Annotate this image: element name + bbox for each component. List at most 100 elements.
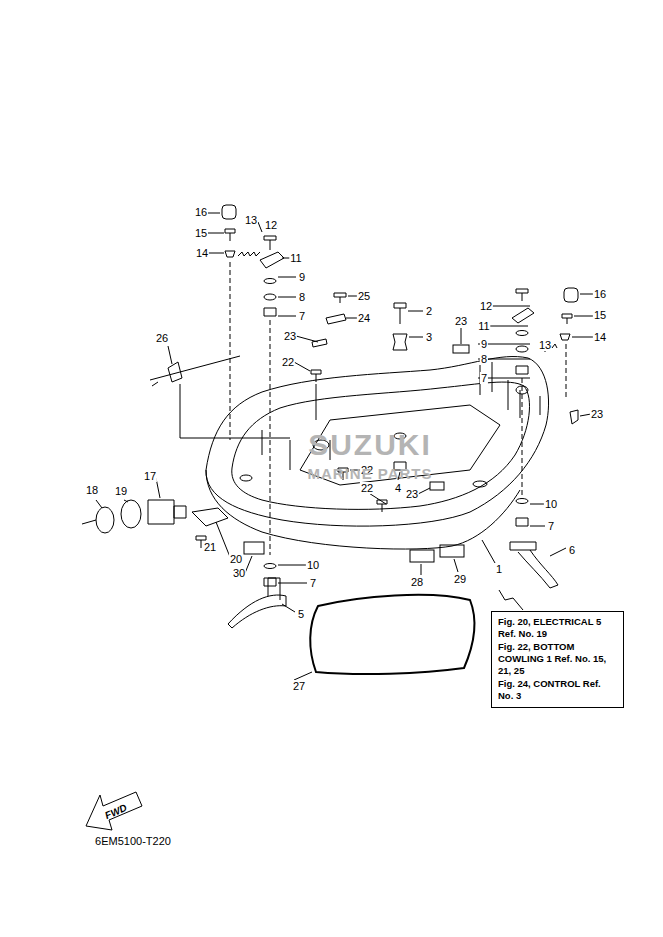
grommet-3 [393, 334, 407, 350]
label-28 [410, 550, 434, 562]
callout-number: 20 [229, 553, 243, 565]
bolt-2 [394, 303, 406, 324]
callout-number: 7 [480, 372, 488, 384]
callout-number: 25 [357, 290, 371, 302]
dash-line [230, 262, 270, 555]
callout-number: 8 [480, 353, 488, 365]
callout-number: 15 [194, 227, 208, 239]
bracket-26 [150, 356, 240, 386]
callout-number: 22 [281, 356, 295, 368]
callout-number: 16 [593, 288, 607, 300]
callout-number: 12 [264, 219, 278, 231]
screw-15 [562, 314, 572, 324]
callout-number: 24 [357, 312, 371, 324]
callout-number: 23 [454, 315, 468, 327]
fitting-17 [148, 500, 186, 524]
callout-number: 11 [477, 320, 490, 332]
callout-number: 4 [394, 482, 402, 494]
callout-number: 12 [479, 300, 493, 312]
screw-22 [311, 370, 321, 420]
leader-line [96, 213, 594, 680]
callout-number: 5 [297, 608, 305, 620]
cowling-floor [300, 405, 500, 485]
reference-text: Fig. 24, CONTROL Ref. No. 3 [498, 678, 617, 702]
knob-16 [564, 288, 578, 302]
callout-number: 10 [544, 498, 558, 510]
label-30 [244, 542, 264, 554]
callout-number: 30 [232, 567, 246, 579]
drawing-code: 6EM5100-T220 [94, 835, 172, 847]
cowling-rim [206, 357, 549, 527]
callout-number: 21 [203, 541, 217, 553]
clip-14 [225, 251, 235, 257]
callout-number: 2 [425, 305, 433, 317]
callout-number: 29 [453, 573, 467, 585]
gasket-27 [310, 595, 474, 674]
callout-number: 11 [289, 252, 302, 264]
label-29 [440, 545, 464, 557]
clip-23 [570, 410, 578, 424]
bushing-7 [264, 308, 276, 316]
lever-11 [260, 252, 284, 268]
callout-number: 7 [547, 520, 555, 532]
callout-number: 19 [114, 485, 128, 497]
bushing-7 [516, 366, 528, 374]
callout-number: 23 [590, 408, 604, 420]
screw-12 [516, 289, 528, 301]
callout-number: 6 [568, 544, 576, 556]
bracket-line [499, 590, 523, 610]
callout-number: 9 [480, 338, 488, 350]
clip-23 [430, 482, 444, 490]
callout-number: 15 [593, 309, 607, 321]
watermark: MARINE PARTS [306, 468, 433, 480]
washer-10 [516, 499, 528, 504]
ring-19 [121, 500, 141, 528]
clamp-18 [96, 507, 114, 533]
reference-text: Fig. 22, BOTTOM COWLING 1 Ref. No. 15, 2… [498, 641, 617, 677]
callout-number: 10 [306, 559, 320, 571]
outline-line [180, 384, 290, 438]
spring-13 [238, 252, 260, 256]
callout-number: 27 [292, 680, 306, 692]
clip-24 [326, 314, 346, 324]
watermark: SUZUKI [307, 429, 433, 461]
callout-number: 13 [538, 339, 552, 351]
screw-12 [264, 236, 276, 250]
callout-number: 22 [360, 482, 374, 494]
forward-arrow [86, 792, 142, 830]
callout-number: 7 [309, 577, 317, 589]
knob-16 [222, 205, 236, 219]
callout-number: 17 [143, 470, 157, 482]
callout-number: 23 [283, 330, 297, 342]
callout-number: 7 [298, 310, 306, 322]
callout-number: 28 [410, 576, 424, 588]
clip-14 [560, 334, 570, 340]
callout-number: 14 [195, 247, 209, 259]
washer-9 [516, 331, 528, 336]
plate-20 [192, 508, 228, 526]
clip-23 [312, 339, 327, 347]
callout-number: 13 [244, 214, 258, 226]
bushing-7 [264, 578, 276, 586]
callout-number: 9 [298, 271, 306, 283]
callout-number: 3 [425, 331, 433, 343]
callout-number: 8 [298, 291, 306, 303]
callout-number: 16 [194, 206, 208, 218]
screw-15 [225, 229, 235, 241]
reference-text: Fig. 20, ELECTRICAL 5 Ref. No. 19 [498, 616, 617, 640]
callout-number: 18 [85, 484, 99, 496]
washer-10 [264, 564, 276, 569]
hole [240, 475, 252, 481]
callout-number: 26 [155, 332, 169, 344]
cowling-inner [232, 382, 530, 509]
lever-11 [512, 308, 534, 323]
callout-number: 1 [495, 563, 503, 575]
dash-line [522, 344, 566, 495]
clamp-tail [82, 520, 96, 524]
clip-23 [453, 345, 469, 353]
washer-9 [264, 279, 276, 284]
callout-number: 14 [593, 331, 607, 343]
lever-6 [510, 542, 558, 588]
hole [473, 481, 487, 487]
washer-8 [264, 294, 276, 300]
